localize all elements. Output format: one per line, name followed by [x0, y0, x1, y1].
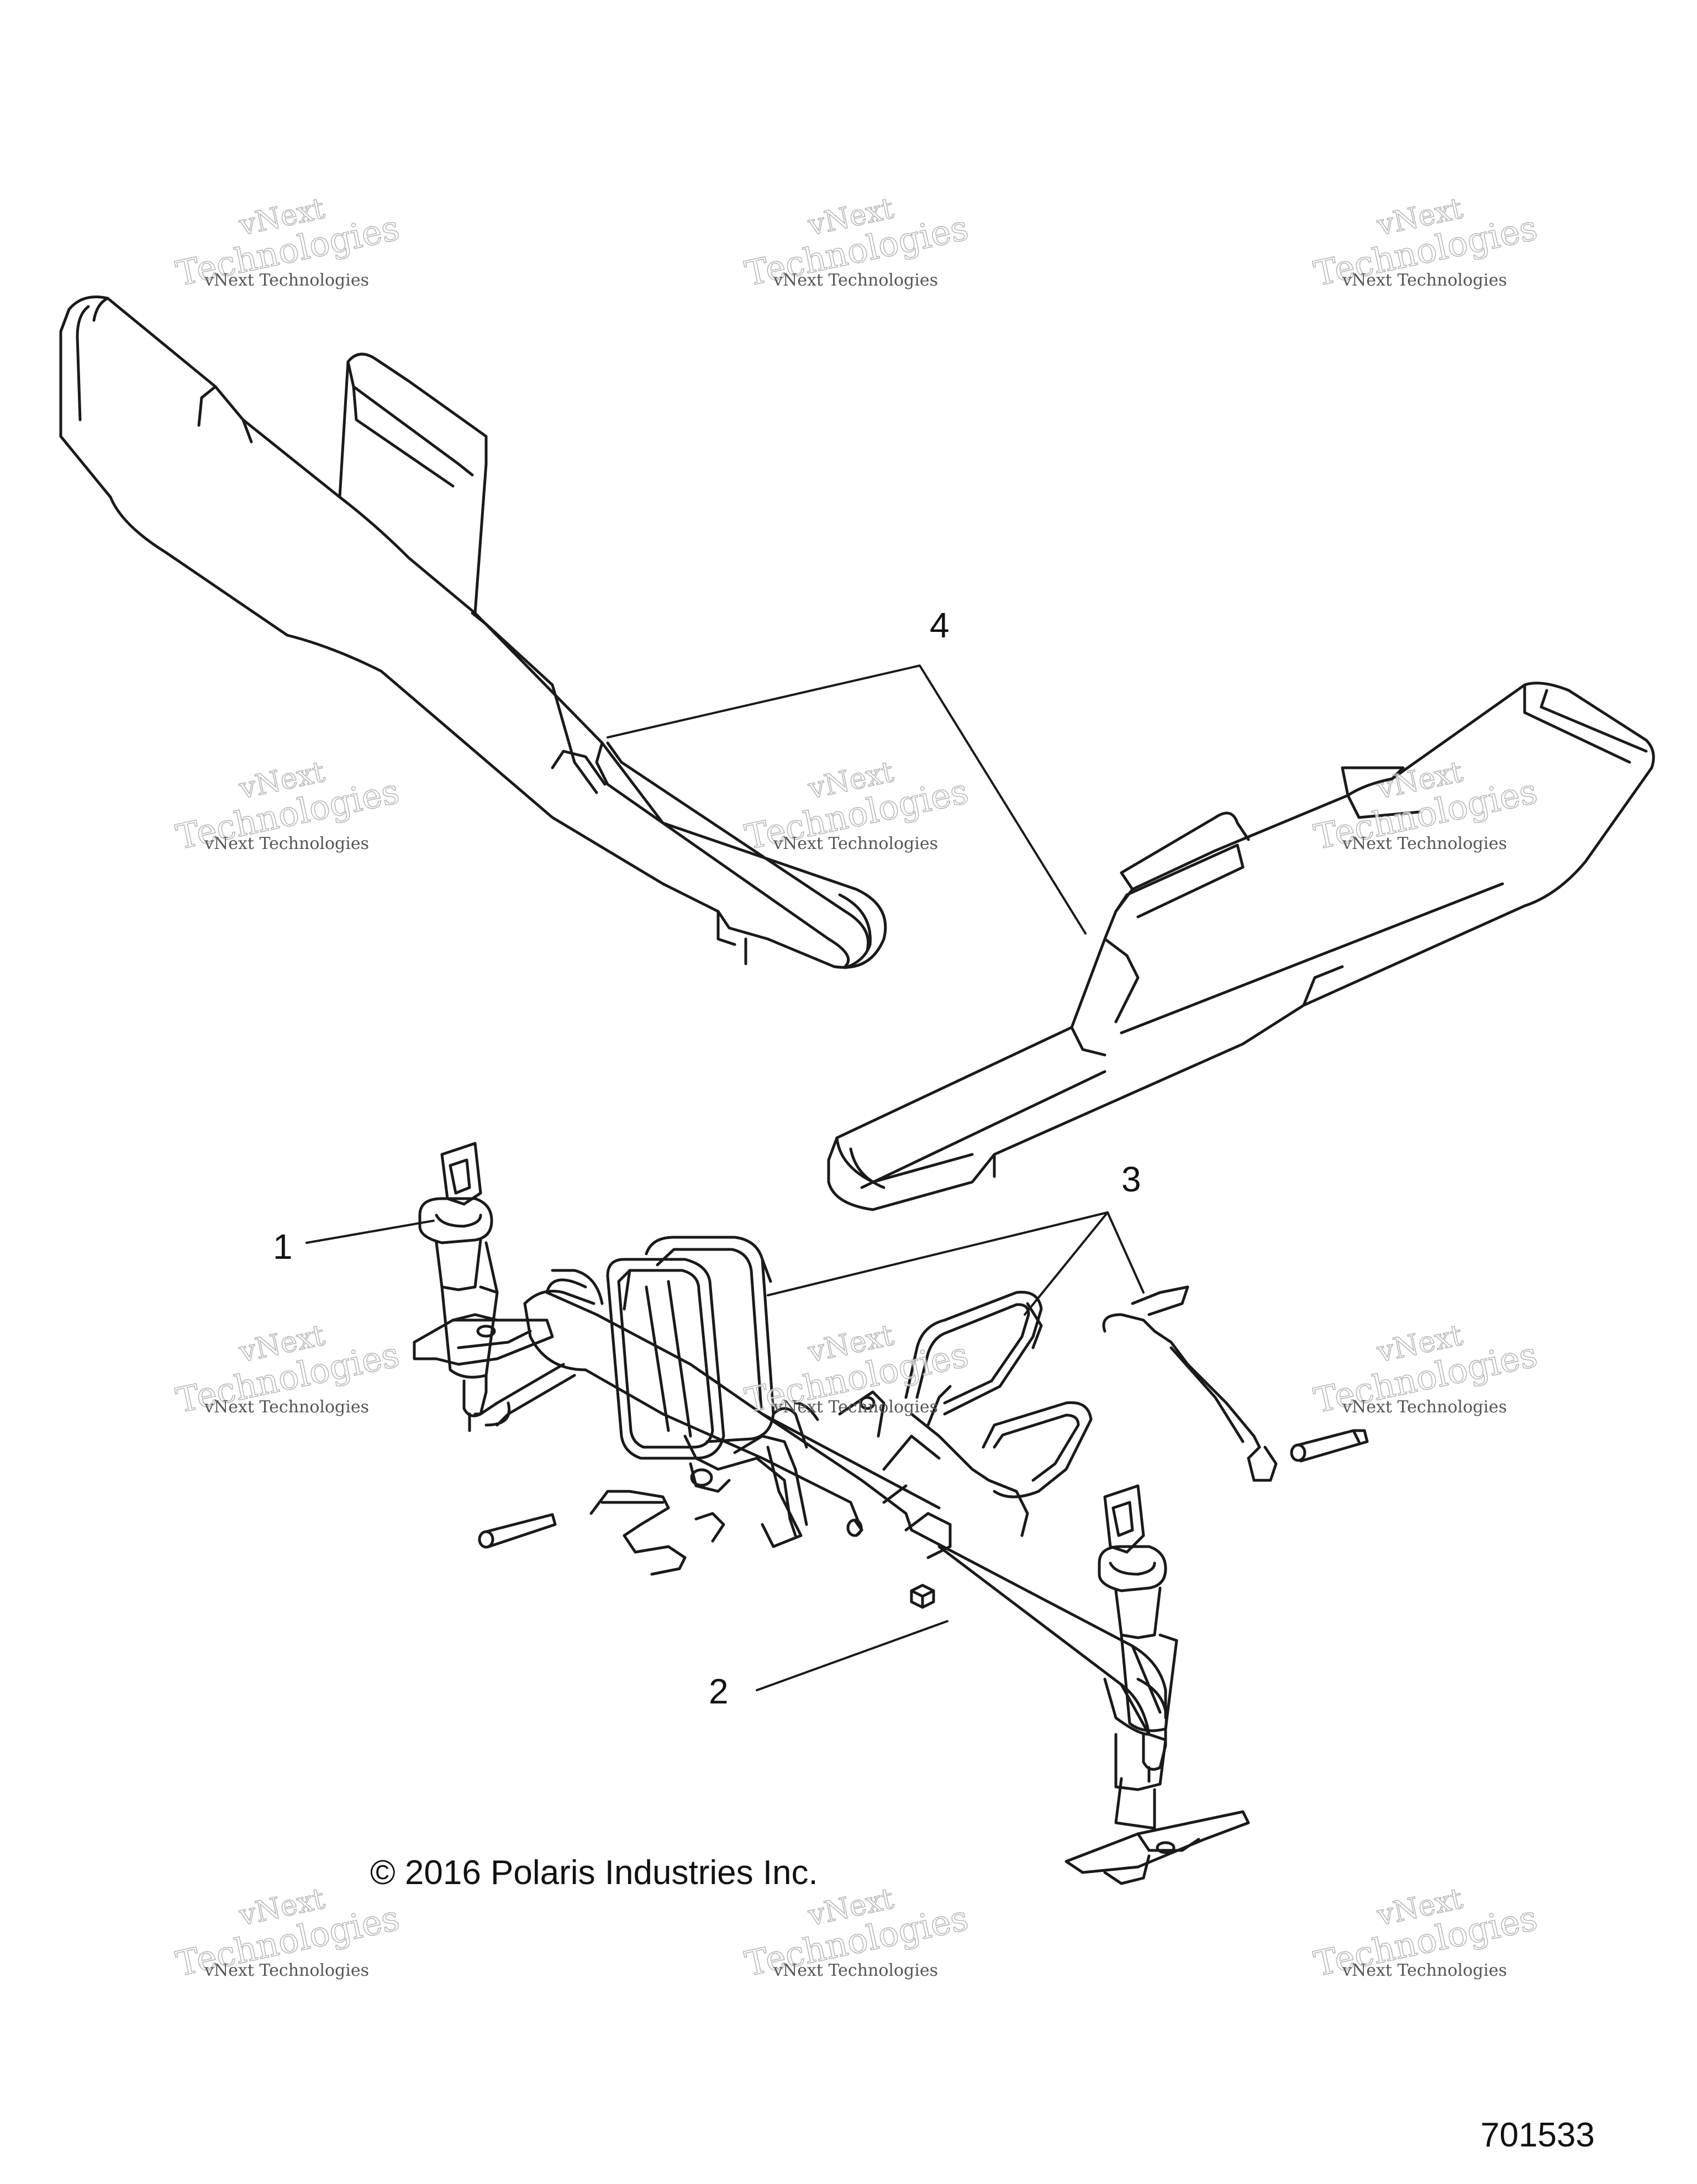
watermark-small: vNext Technologies	[773, 271, 939, 290]
callout-4: 4	[930, 605, 950, 645]
part-1-right-post	[1099, 1486, 1177, 1781]
leader-2	[757, 1621, 947, 1690]
hardware-left-pin	[479, 1515, 555, 1547]
part-2-tube-frame	[414, 1270, 1248, 1884]
watermark-small: vNext Technologies	[1342, 271, 1508, 290]
copyright-notice: © 2016 Polaris Industries Inc.	[370, 1854, 818, 1892]
leader-3a	[768, 1212, 1108, 1315]
watermark-small: vNext Technologies	[1342, 1961, 1508, 1980]
watermark-small: vNext Technologies	[1342, 1397, 1508, 1417]
hardware-nut	[911, 1585, 934, 1607]
part-1-left-post	[420, 1143, 497, 1431]
leader-1	[307, 1221, 434, 1243]
part-4-right-armrest	[829, 683, 1653, 1210]
figure-number: 701533	[1480, 2116, 1595, 2154]
watermark-small: vNext Technologies	[773, 1397, 939, 1417]
leader-lines	[307, 666, 1143, 1690]
hardware-right-pin	[1292, 1431, 1367, 1461]
callout-1: 1	[273, 1227, 293, 1267]
watermark-small: vNext Technologies	[204, 1961, 370, 1980]
watermark-small: vNext Technologies	[1342, 834, 1508, 853]
hardware-left-clip	[591, 1491, 724, 1574]
watermark-small: vNext Technologies	[204, 834, 370, 853]
callout-2: 2	[709, 1671, 729, 1711]
leader-3b	[1108, 1212, 1143, 1293]
part-4-left-armrest	[61, 297, 886, 968]
watermark-small: vNext Technologies	[204, 271, 370, 290]
part-3-right-grab-handle	[906, 1292, 1091, 1497]
hardware-right-clip	[1104, 1287, 1276, 1480]
leader-4	[608, 666, 1085, 933]
watermark-small: vNext Technologies	[773, 1961, 939, 1980]
watermark-small: vNext Technologies	[773, 834, 939, 853]
watermark-small: vNext Technologies	[204, 1397, 370, 1417]
callout-3: 3	[1121, 1159, 1141, 1199]
